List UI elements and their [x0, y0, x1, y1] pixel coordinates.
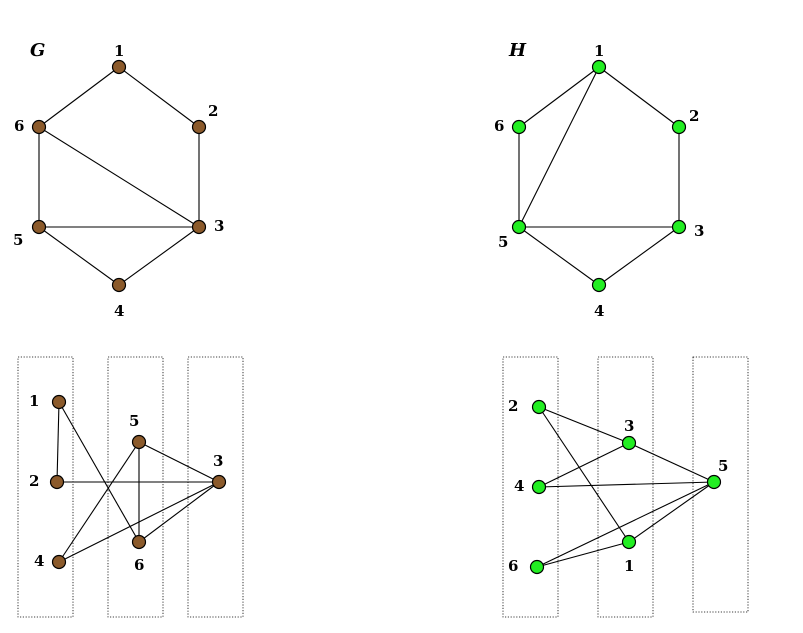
graph-g-layered-node-label-1: 1 [29, 392, 39, 410]
graph-h-layer-box-2 [597, 356, 654, 618]
graph-h-layer-box-3 [692, 356, 749, 613]
graph-h-cycle-edge-1-2 [598, 66, 680, 128]
graph-h-cycle-edge-3-4 [598, 226, 680, 286]
graph-h-layered-node-label-1: 1 [624, 557, 634, 575]
graph-g-cycle-node-2 [191, 119, 207, 135]
graph-g-layered-node-label-5: 5 [129, 412, 139, 430]
graph-h-layered-edge-4-5 [538, 481, 715, 488]
graph-g-cycle-edge-1-2 [118, 66, 200, 128]
graph-g-cycle-node-6 [31, 119, 47, 135]
graph-h-layered-node-3 [621, 435, 637, 451]
graph-h-layered-node-label-5: 5 [718, 457, 728, 475]
graph-g-cycle-node-3 [191, 219, 207, 235]
graph-h-title: H [508, 40, 527, 61]
graph-h-layered-node-label-3: 3 [624, 417, 634, 435]
graph-h-cycle-node-3 [671, 219, 687, 235]
graph-h-layered-edge-6-5 [536, 481, 715, 568]
graph-g-layered-edge-5-4 [58, 441, 140, 563]
graph-g-cycle-node-label-3: 3 [214, 217, 224, 235]
graph-h-layered-edge-1-5 [628, 481, 715, 543]
graph-g-layered-node-3 [211, 474, 227, 490]
graph-g-layered-node-2 [49, 474, 65, 490]
graph-g-layer-box-1 [17, 356, 74, 618]
graph-g-cycle-edge-3-4 [118, 226, 200, 286]
graph-g-layered-edge-6-3 [138, 481, 220, 543]
graph-h-cycle-edge-1-5 [518, 66, 600, 228]
graph-g-layered-node-6 [131, 534, 147, 550]
graph-g-cycle-node-label-6: 6 [14, 117, 24, 135]
graph-g-cycle-node-1 [111, 59, 127, 75]
graph-h-cycle-node-6 [511, 119, 527, 135]
graph-h-cycle-edge-4-5 [518, 226, 600, 286]
graph-h-cycle-node-1 [591, 59, 607, 75]
graph-g-layer-box-3 [187, 356, 244, 618]
graph-g-cycle-node-5 [31, 219, 47, 235]
graph-h-layered-edge-3-5 [628, 442, 715, 483]
graph-g-layered-node-label-2: 2 [29, 472, 39, 490]
graph-g-layered-node-1 [51, 394, 67, 410]
graph-h-layered-node-4 [531, 479, 547, 495]
graph-h-layered-node-label-4: 4 [514, 477, 524, 495]
graph-g-layered-node-label-3: 3 [213, 452, 223, 470]
graph-h-cycle-node-label-6: 6 [494, 117, 504, 135]
graph-g-cycle-node-label-2: 2 [208, 102, 218, 120]
graph-g-layered-node-4 [51, 554, 67, 570]
graph-g-cycle-edge-4-5 [38, 226, 120, 286]
graph-g-layered-node-label-4: 4 [34, 552, 44, 570]
graph-g-layered-edge-5-3 [138, 441, 220, 483]
graph-g-layered-edge-1-6 [58, 401, 140, 543]
graph-g-panel: G 1 2 3 4 5 6 1 2 3 4 5 6 [13, 40, 244, 618]
graph-h-cycle-node-label-1: 1 [594, 42, 604, 60]
graph-h-layered-node-1 [621, 534, 637, 550]
graph-h-cycle-node-label-3: 3 [694, 222, 704, 240]
graph-h-cycle-node-5 [511, 219, 527, 235]
graph-g-cycle-node-4 [111, 277, 127, 293]
graph-g-cycle-edge-6-3 [38, 126, 200, 228]
graph-h-cycle-node-label-4: 4 [594, 302, 604, 320]
graph-h-panel: H 1 2 3 4 5 6 1 2 3 4 5 6 [494, 40, 749, 618]
graph-h-cycle-edge-6-1 [518, 66, 600, 128]
graph-g-cycle-edge-6-1 [38, 66, 120, 128]
graph-h-layered-node-label-6: 6 [508, 557, 518, 575]
graph-g-cycle-node-label-1: 1 [114, 42, 124, 60]
graph-h-layered-edge-2-3 [538, 406, 630, 444]
graph-g-cycle-node-label-4: 4 [114, 302, 124, 320]
graph-h-layered-edge-3-4 [538, 442, 630, 488]
graph-h-cycle-node-2 [671, 119, 687, 135]
graph-h-layered-edge-6-1 [536, 541, 630, 568]
graph-h-cycle-node-4 [591, 277, 607, 293]
graph-g-layered-node-5 [131, 434, 147, 450]
graph-g-layered-edge-4-3 [58, 481, 220, 563]
graph-g-layer-box-2 [107, 356, 164, 618]
graph-h-layered-node-6 [529, 559, 545, 575]
graph-h-layered-edge-2-1 [538, 406, 630, 543]
graph-g-title: G [30, 40, 45, 61]
graph-g-layered-node-label-6: 6 [134, 556, 144, 574]
graph-h-layered-node-2 [531, 399, 547, 415]
graph-h-cycle-node-label-2: 2 [689, 107, 699, 125]
graph-h-layered-node-5 [706, 474, 722, 490]
graph-g-cycle-node-label-5: 5 [13, 231, 23, 249]
graph-g-layered-edge-1-2 [56, 401, 60, 483]
graph-h-layered-node-label-2: 2 [508, 397, 518, 415]
graph-h-cycle-node-label-5: 5 [498, 233, 508, 251]
